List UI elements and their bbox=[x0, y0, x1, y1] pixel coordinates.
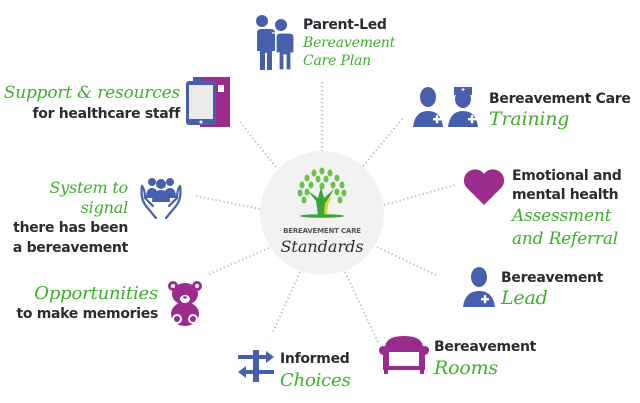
medical-person-icon bbox=[463, 267, 495, 307]
item-parent-led bbox=[250, 14, 295, 76]
label-signal: System to signal there has been a bereav… bbox=[12, 178, 128, 256]
label-rooms: Bereavement Rooms bbox=[434, 339, 537, 379]
tablet-icon bbox=[186, 77, 230, 127]
label-training: Bereavement Care Training bbox=[489, 91, 631, 130]
parents-icon bbox=[253, 15, 295, 71]
label-emotional: Emotional and mental health Assessment a… bbox=[512, 168, 622, 249]
label-support: Support & resources for healthcare staff bbox=[3, 83, 181, 122]
tree-icon bbox=[297, 167, 347, 218]
hub-title-big: Standards bbox=[280, 237, 364, 256]
item-lead bbox=[461, 266, 497, 312]
item-emotional bbox=[463, 168, 505, 210]
label-lead: Bereavement Lead bbox=[501, 270, 604, 309]
hands-people-icon bbox=[140, 178, 182, 220]
item-support bbox=[186, 77, 232, 131]
heart-icon bbox=[463, 169, 505, 205]
item-rooms bbox=[377, 334, 431, 378]
signpost-icon bbox=[238, 350, 274, 382]
hub-circle: BEREAVEMENT CARE Standards bbox=[260, 151, 384, 275]
item-choices bbox=[238, 350, 274, 386]
item-training bbox=[413, 83, 483, 135]
label-parent-led: Parent-Led Bereavement Care Plan bbox=[303, 17, 396, 69]
item-memories bbox=[167, 280, 203, 332]
armchair-icon bbox=[379, 336, 429, 374]
medical-staff-icon bbox=[413, 87, 478, 127]
item-signal bbox=[138, 176, 184, 224]
hub-title-small: BEREAVEMENT CARE bbox=[283, 227, 361, 235]
label-memories: Opportunities to make memories bbox=[16, 283, 158, 322]
label-choices: Informed Choices bbox=[280, 351, 351, 391]
teddy-bear-icon bbox=[168, 281, 202, 326]
